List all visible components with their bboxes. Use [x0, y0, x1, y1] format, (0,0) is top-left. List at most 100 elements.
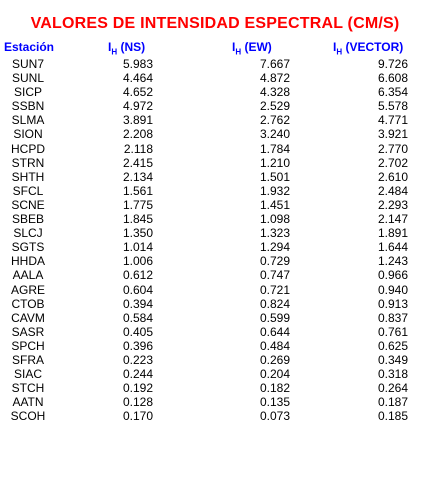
- ew-value-cell: 0.269: [259, 352, 290, 367]
- ew-value-cell: 0.182: [259, 381, 290, 396]
- station-cell: AALA: [12, 268, 44, 283]
- ew-value-cell: 3.240: [259, 127, 290, 142]
- station-cell: CTOB: [11, 296, 45, 311]
- ns-value-cell: 1.561: [122, 183, 153, 198]
- ns-value-cell: 4.972: [122, 99, 153, 114]
- ew-value-cell: 2.762: [259, 113, 290, 128]
- ns-value-cell: 1.350: [122, 226, 153, 241]
- vector-value-cell: 0.264: [377, 381, 408, 396]
- ns-value-cell: 2.208: [122, 127, 153, 142]
- ew-value-cell: 1.501: [259, 169, 290, 184]
- column-header-ew: IH (EW): [232, 40, 272, 56]
- column-header-vector: IH (VECTOR): [333, 40, 404, 57]
- vec-subscript: H: [336, 47, 343, 57]
- ns-value-cell: 0.192: [122, 381, 153, 396]
- station-cell: SUNL: [11, 71, 44, 86]
- ns-value-cell: 0.584: [122, 310, 153, 325]
- station-cell: SICP: [13, 85, 42, 100]
- station-cell: SLMA: [11, 113, 45, 128]
- station-cell: SION: [13, 127, 43, 142]
- station-cell: SUN7: [11, 57, 44, 71]
- table-row: SCOH 0.170 0.073 0.185: [0, 409, 430, 423]
- table-row: AATN 0.128 0.135 0.187: [0, 395, 430, 409]
- ns-value-cell: 0.604: [122, 282, 153, 297]
- table-row: SION 2.208 3.240 3.921: [0, 127, 430, 141]
- ew-value-cell: 2.529: [259, 99, 290, 114]
- ns-value-cell: 2.415: [122, 155, 153, 170]
- ns-value-cell: 0.394: [122, 296, 153, 311]
- ew-value-cell: 1.294: [259, 240, 290, 255]
- table-row: SSBN 4.972 2.529 5.578: [0, 99, 430, 113]
- ns-label: (NS): [117, 40, 146, 54]
- station-cell: SSBN: [11, 99, 45, 114]
- ns-value-cell: 0.170: [122, 409, 153, 424]
- ew-value-cell: 0.824: [259, 296, 290, 311]
- ew-label: (EW): [241, 40, 272, 54]
- ew-value-cell: 0.484: [259, 338, 290, 353]
- vector-value-cell: 2.702: [377, 155, 408, 170]
- vector-value-cell: 9.726: [377, 57, 408, 71]
- ew-value-cell: 0.721: [259, 282, 290, 297]
- ns-value-cell: 1.006: [122, 254, 153, 269]
- ns-value-cell: 0.128: [122, 395, 153, 410]
- ew-value-cell: 0.073: [259, 409, 290, 424]
- vector-value-cell: 0.837: [377, 310, 408, 325]
- ew-value-cell: 0.135: [259, 395, 290, 410]
- ew-value-cell: 1.451: [259, 197, 290, 212]
- ns-value-cell: 0.244: [122, 367, 153, 382]
- station-cell: SCOH: [10, 409, 46, 424]
- page-title: VALORES DE INTENSIDAD ESPECTRAL (CM/S): [30, 15, 400, 32]
- ns-value-cell: 3.891: [122, 113, 153, 128]
- vector-value-cell: 1.243: [377, 254, 408, 269]
- vector-value-cell: 0.187: [377, 395, 408, 410]
- ns-value-cell: 1.775: [122, 197, 153, 212]
- vector-value-cell: 2.484: [377, 183, 408, 198]
- ew-value-cell: 1.323: [259, 226, 290, 241]
- station-cell: SLCJ: [13, 226, 43, 241]
- station-cell: SIAC: [13, 367, 42, 382]
- vector-value-cell: 0.349: [377, 352, 408, 367]
- station-cell: SCNE: [11, 197, 45, 212]
- station-cell: AATN: [12, 395, 44, 410]
- station-cell: STRN: [11, 155, 45, 170]
- ew-value-cell: 0.644: [259, 324, 290, 339]
- vec-label: (VECTOR): [342, 40, 404, 54]
- station-cell: SPCH: [11, 338, 45, 353]
- vector-value-cell: 0.761: [377, 324, 408, 339]
- vector-value-cell: 0.940: [377, 282, 408, 297]
- vec-symbol: I: [333, 40, 337, 54]
- ns-value-cell: 0.396: [122, 338, 153, 353]
- vector-value-cell: 0.185: [377, 409, 408, 424]
- ns-value-cell: 2.134: [122, 169, 153, 184]
- ew-value-cell: 1.784: [259, 141, 290, 156]
- vector-value-cell: 6.354: [377, 85, 408, 100]
- station-cell: SHTH: [11, 169, 45, 184]
- ns-value-cell: 0.223: [122, 352, 153, 367]
- vector-value-cell: 1.644: [377, 240, 408, 255]
- vector-value-cell: 5.578: [377, 99, 408, 114]
- vector-value-cell: 0.318: [377, 367, 408, 382]
- ew-value-cell: 0.204: [259, 367, 290, 382]
- station-cell: SASR: [11, 324, 45, 339]
- ew-value-cell: 1.932: [259, 183, 290, 198]
- ew-value-cell: 0.599: [259, 310, 290, 325]
- column-header-ns: IH (NS): [108, 40, 146, 56]
- vector-value-cell: 2.610: [377, 169, 408, 184]
- table-row: SIAC 0.244 0.204 0.318: [0, 367, 430, 381]
- vector-value-cell: 3.921: [377, 127, 408, 142]
- vector-value-cell: 2.770: [377, 141, 408, 156]
- ew-value-cell: 4.872: [259, 71, 290, 86]
- station-cell: SGTS: [11, 240, 45, 255]
